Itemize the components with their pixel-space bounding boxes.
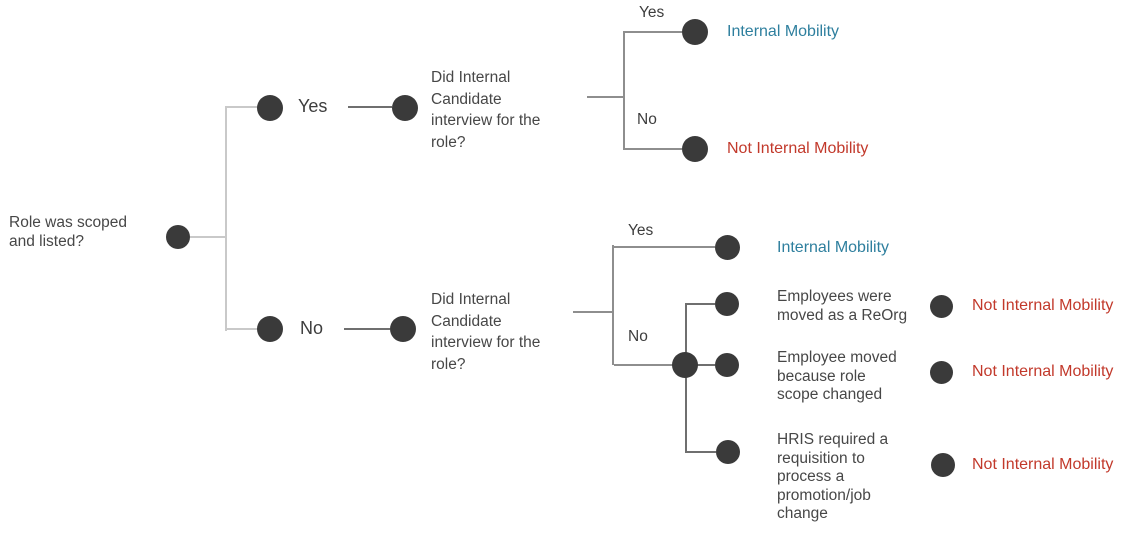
connector-line [687, 451, 716, 453]
connector-line [612, 245, 614, 365]
connector-line [625, 31, 682, 33]
connector-line [614, 364, 674, 366]
connector-line [687, 303, 715, 305]
q2-yes-outcome-internal-mobility: Internal Mobility [777, 239, 890, 256]
no-branch-label: No [300, 318, 324, 338]
q2-yes-label: Yes [628, 222, 654, 239]
question2-node-dot[interactable] [390, 316, 416, 342]
q1-yes-outcome-internal-mobility: Internal Mobility [727, 23, 840, 40]
connector-line [625, 148, 682, 150]
connector-line [190, 236, 226, 238]
case3-outcome-dot[interactable] [931, 453, 955, 477]
connector-line [696, 364, 715, 366]
case3-reason-label: HRIS required a requisition to process a… [777, 431, 889, 522]
question2-label: Did Internal Candidate interview for the… [431, 291, 541, 373]
question1-node-dot[interactable] [392, 95, 418, 121]
connector-line [344, 328, 390, 330]
case1-reason-label: Employees were moved as a ReOrg [777, 288, 908, 324]
yes-branch-label: Yes [298, 96, 328, 116]
question1-label: Did Internal Candidate interview for the… [431, 69, 541, 151]
case2-node-dot[interactable] [715, 353, 739, 377]
root-question-label: Role was scoped and listed? [9, 214, 128, 250]
connector-line [225, 106, 258, 108]
q1-yes-label: Yes [639, 4, 665, 21]
q2-yes-leaf-dot[interactable] [715, 235, 740, 260]
q1-yes-leaf-dot[interactable] [682, 19, 708, 45]
yes-branch-dot[interactable] [257, 95, 283, 121]
connector-line [623, 31, 625, 150]
connector-line [573, 311, 613, 313]
connector-line [348, 106, 392, 108]
case2-reason-label: Employee moved because role scope change… [777, 349, 897, 403]
case2-outcome-dot[interactable] [930, 361, 953, 384]
connector-line [685, 303, 687, 453]
connector-line [587, 96, 624, 98]
connector-line [225, 106, 227, 331]
q1-no-outcome-not-internal-mobility: Not Internal Mobility [727, 140, 869, 157]
q1-no-label: No [637, 111, 657, 128]
connector-line [614, 246, 715, 248]
case3-node-dot[interactable] [716, 440, 740, 464]
no-branch-dot[interactable] [257, 316, 283, 342]
case1-outcome-dot[interactable] [930, 295, 953, 318]
case1-outcome-not-internal-mobility: Not Internal Mobility [972, 297, 1114, 314]
root-node-dot[interactable] [166, 225, 190, 249]
q2-no-label: No [628, 328, 648, 345]
case3-outcome-not-internal-mobility: Not Internal Mobility [972, 456, 1114, 473]
q1-no-leaf-dot[interactable] [682, 136, 708, 162]
case2-outcome-not-internal-mobility: Not Internal Mobility [972, 363, 1114, 380]
connector-line [225, 328, 258, 330]
case1-node-dot[interactable] [715, 292, 739, 316]
q2-no-junction-dot[interactable] [672, 352, 698, 378]
